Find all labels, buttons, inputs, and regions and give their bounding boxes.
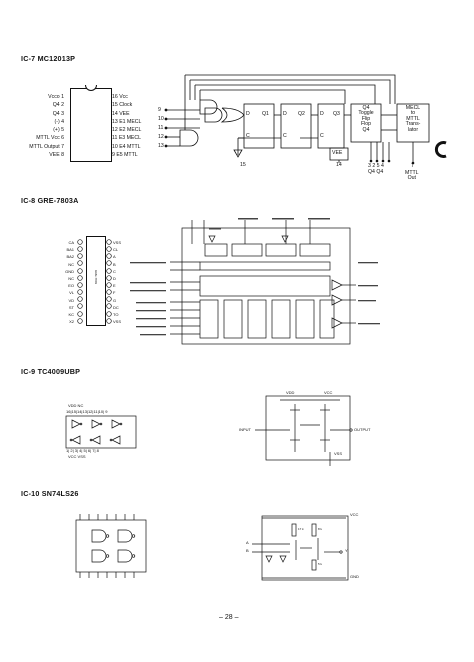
ic9-top-pins: 16|15|14|13|12|11|10| 9 bbox=[66, 409, 108, 414]
ic8-dip-body bbox=[86, 236, 106, 326]
ic10-gnd: GND bbox=[350, 574, 359, 579]
ic7-pin-4: (-) 4 bbox=[54, 118, 64, 125]
ic9-vdd: VDD bbox=[286, 390, 295, 395]
ic7-pin-11: 11 E3 MECL bbox=[112, 135, 142, 142]
ic8-title: IC-8 GRE-7803A bbox=[21, 196, 79, 205]
ic7-pin7-label: 7 bbox=[411, 163, 414, 169]
toggle-flip-flop: Q4 Toggle Flip Flop Q4 bbox=[358, 105, 374, 133]
ff1-c: C bbox=[246, 133, 250, 139]
ic7-pin14-label: 14 bbox=[336, 162, 342, 168]
ic7-title: IC-7 MC12013P bbox=[21, 54, 76, 63]
ic7-vee-label: VEE bbox=[332, 150, 343, 156]
ff2-q: Q2 bbox=[298, 111, 305, 117]
ff1-q: Q1 bbox=[262, 111, 269, 117]
ff3-c: C bbox=[320, 133, 324, 139]
ic8-left-pins: CA BA1 BA2 NC GND NC EO VL VD ST KC X2 bbox=[65, 240, 74, 325]
ic7-pin-8: VEE 8 bbox=[49, 152, 64, 159]
ic9-title: IC-9 TC4009UBP bbox=[21, 367, 81, 376]
ic10-input-a: A bbox=[246, 540, 249, 545]
ic9-top-labels: VDD NC bbox=[68, 403, 84, 408]
ic7-pin-1: Vcco 1 bbox=[48, 94, 64, 100]
ic8-right-pins: VSS CL A B C D E F G DC TO VSS bbox=[113, 240, 122, 325]
ic10-r1: 17 k bbox=[298, 527, 304, 531]
page-number: – 28 – bbox=[219, 614, 239, 621]
ff2-d: D bbox=[283, 111, 287, 117]
ff3-d: D bbox=[320, 111, 324, 117]
ic7-right-pins: 16 Vcc 15 Clock 14 VEE 13 E1 MECL 12 E2 … bbox=[112, 93, 141, 159]
ic10-r3: 5 k bbox=[318, 562, 323, 566]
ic7-pin-9: 9 E5 MTTL bbox=[112, 152, 138, 159]
ic7-pin-12: 12 E2 MECL bbox=[112, 127, 142, 134]
ic7-input-numbers: 9 10 11 12 13 bbox=[158, 106, 164, 151]
ic7-pin-7: MTTL Output 7 bbox=[29, 143, 64, 150]
ff1-d: D bbox=[246, 111, 250, 117]
ic9-bottom-pins: 1| 2| 3| 4| 5| 6| 7| 8 bbox=[66, 448, 99, 453]
ic7-left-pins: Vcco 1 Q4 2 Q4 3 (-) 4 (+) 5 MTTL Vcc 6 … bbox=[18, 93, 64, 159]
ic7-input-13: 13 bbox=[158, 143, 164, 149]
ic9-vcc: VCC bbox=[324, 390, 333, 395]
ic7-pin-16: 16 Vcc bbox=[112, 94, 128, 100]
ic7-mttl-out: MTTL Out bbox=[405, 170, 419, 182]
ic7-bottom-pins: 3 2 5 4 bbox=[368, 163, 384, 169]
ic7-pin15-label: 15 bbox=[240, 162, 246, 168]
ic10-title: IC-10 SN74LS26 bbox=[21, 489, 79, 498]
ic7-input-11: 11 bbox=[158, 125, 164, 131]
ic7-pin-13: 13 E1 MECL bbox=[112, 118, 142, 125]
ic9-bottom-labels: VCC VSS bbox=[68, 454, 86, 459]
ic7-input-9: 9 bbox=[158, 107, 161, 113]
ic10-input-b: B bbox=[246, 548, 249, 553]
ff2-c: C bbox=[283, 133, 287, 139]
ic7-pin-5: (+) 5 bbox=[53, 127, 64, 134]
ic10-r2: 8 k bbox=[318, 527, 323, 531]
ic7-pin-14: 14 VEE bbox=[112, 110, 130, 117]
ic7-input-10: 10 bbox=[158, 116, 164, 122]
ic7-q4-outputs: Q4 Q4 bbox=[368, 169, 384, 175]
ff3-q: Q3 bbox=[333, 111, 340, 117]
ic10-vcc: VCC bbox=[350, 512, 359, 517]
ic10-output-y: Y bbox=[345, 548, 348, 553]
mecl-translator: MECL to MTTL Trans- lator bbox=[405, 105, 421, 133]
ic7-pin-10: 10 E4 MTTL bbox=[112, 143, 141, 150]
ic7-pin-15: 15 Clock bbox=[112, 102, 133, 109]
ic7-input-12: 12 bbox=[158, 134, 164, 140]
ic9-input: INPUT bbox=[239, 427, 251, 432]
ic7-pin-3: Q4 3 bbox=[52, 110, 64, 117]
ic7-pin-2: Q4 2 bbox=[52, 102, 64, 109]
ic9-output: OUTPUT bbox=[354, 427, 371, 432]
ic9-vss: VSS bbox=[334, 451, 343, 456]
ic7-pin-6: MTTL Vcc 6 bbox=[36, 135, 64, 142]
